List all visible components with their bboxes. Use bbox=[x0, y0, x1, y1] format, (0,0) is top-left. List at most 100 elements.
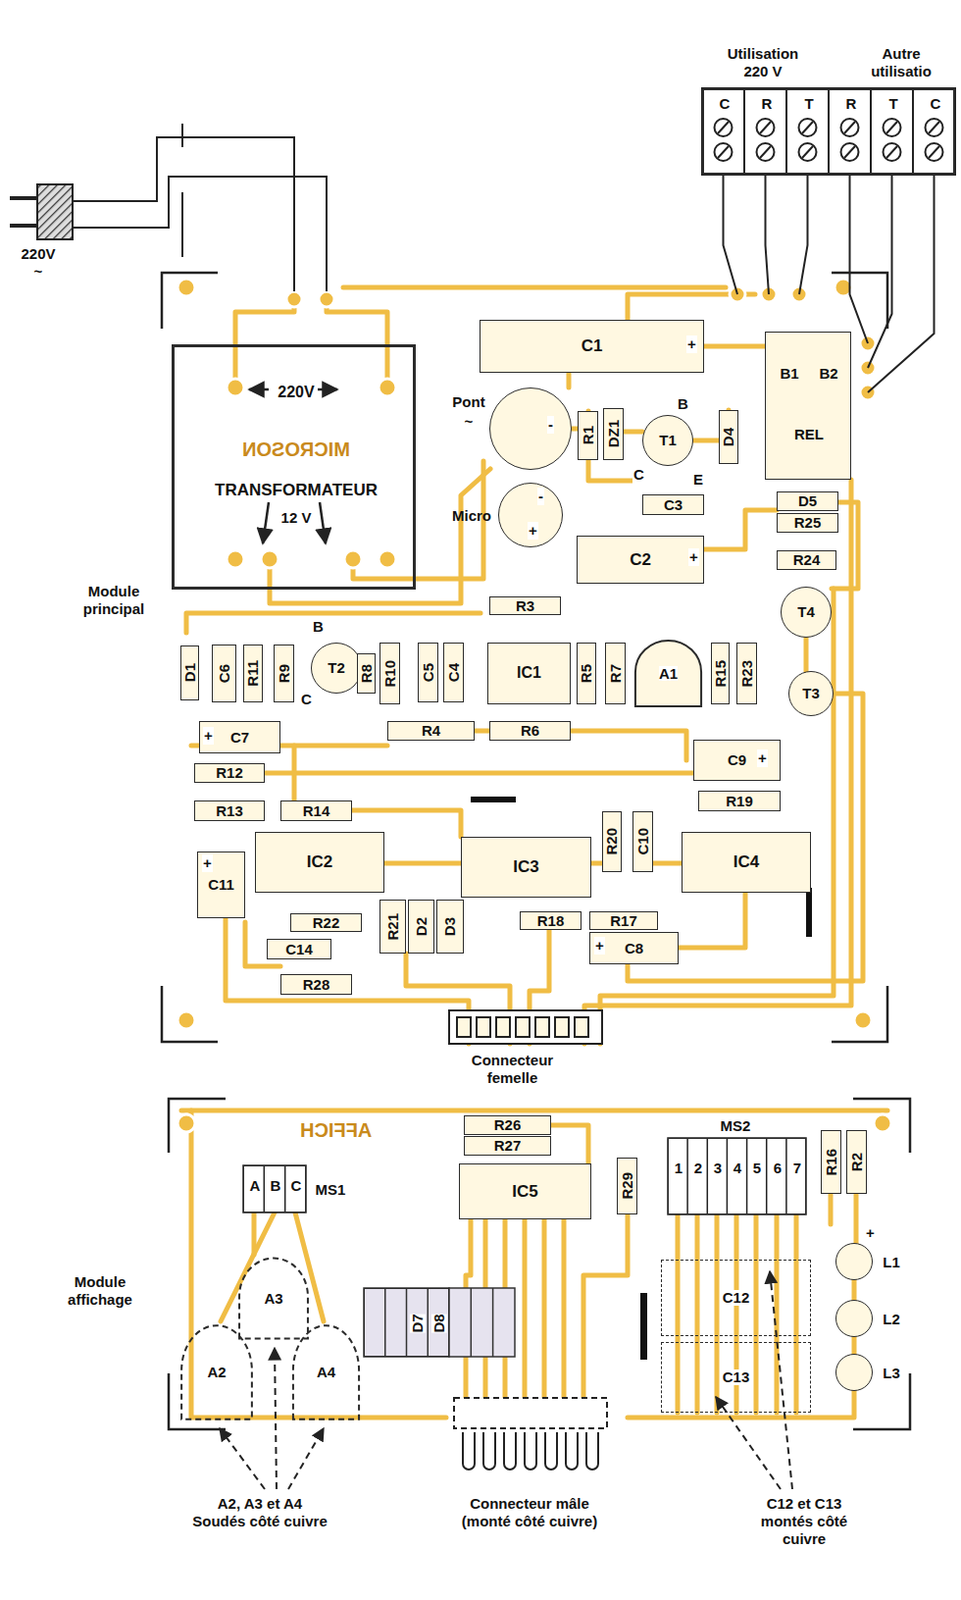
resistor: R8 bbox=[356, 653, 377, 694]
component-label: R23 bbox=[739, 659, 756, 688]
component-label: MS1 bbox=[315, 1181, 347, 1198]
component-label: C9 bbox=[727, 752, 747, 768]
text-line: utilisatio bbox=[848, 62, 955, 81]
component-label: R26 bbox=[494, 1116, 522, 1133]
capacitor: C13 bbox=[660, 1341, 811, 1413]
capacitor: C1 bbox=[479, 319, 705, 373]
annotation-label: B bbox=[676, 395, 690, 413]
component-label: R25 bbox=[794, 514, 822, 531]
annotation-label: Utilisation 220 V bbox=[708, 45, 818, 81]
annotation-label: - bbox=[537, 487, 545, 506]
text-line: affichage bbox=[51, 1290, 149, 1309]
component-label: C3 bbox=[663, 497, 683, 513]
component-label: R bbox=[761, 96, 773, 112]
annotation-label: - bbox=[547, 415, 555, 434]
component-label: R3 bbox=[515, 598, 535, 614]
annotation-label: AFFICH bbox=[299, 1117, 373, 1142]
component-label: IC1 bbox=[516, 664, 542, 682]
led: L2 bbox=[835, 1299, 873, 1337]
resistor: R27 bbox=[463, 1135, 552, 1156]
annotation-label: B bbox=[311, 617, 325, 636]
annotation-label: Connecteur femelle bbox=[451, 1051, 574, 1087]
component-label: D3 bbox=[442, 916, 458, 936]
component-label: R22 bbox=[312, 914, 341, 931]
component-label: C5 bbox=[420, 662, 437, 682]
resistor: R20 bbox=[602, 810, 622, 872]
component-label: D4 bbox=[720, 427, 737, 447]
component-label: D1 bbox=[182, 662, 199, 682]
component-outline-path bbox=[293, 1324, 359, 1419]
component-label: L3 bbox=[882, 1365, 901, 1381]
leader-arrows bbox=[219, 1270, 793, 1489]
solder-pads bbox=[177, 278, 892, 1132]
resistor: R15 bbox=[710, 642, 731, 705]
diode: D4 bbox=[718, 409, 739, 464]
component-label: R18 bbox=[537, 912, 565, 929]
switch-block: MS21234567 bbox=[667, 1137, 807, 1214]
component-label: R16 bbox=[823, 1148, 840, 1176]
text-line: cuivre bbox=[731, 1529, 877, 1548]
component-label: T4 bbox=[797, 604, 815, 620]
component-label: R9 bbox=[276, 663, 293, 683]
text-line: 220 V bbox=[708, 62, 817, 81]
diode-arrays bbox=[363, 1287, 515, 1357]
component-label: A4 bbox=[316, 1364, 336, 1380]
diode: D2 bbox=[407, 899, 435, 954]
component-label: C10 bbox=[635, 827, 652, 856]
component-label: R28 bbox=[303, 976, 331, 993]
component-label: A3 bbox=[263, 1290, 283, 1307]
resistor: R18 bbox=[519, 910, 582, 931]
annotation-label: C bbox=[632, 465, 646, 484]
component-label: R bbox=[846, 96, 858, 112]
component-label: A2 bbox=[206, 1364, 226, 1380]
component-label: 12 V bbox=[281, 509, 312, 526]
capacitor: C3 bbox=[642, 494, 705, 515]
component-label: 6 bbox=[773, 1160, 782, 1176]
component-outline-path bbox=[181, 1324, 253, 1419]
resistor: R23 bbox=[736, 642, 758, 705]
component-label: B2 bbox=[818, 365, 838, 382]
component-label: R13 bbox=[215, 803, 244, 819]
resistor: R19 bbox=[698, 790, 781, 811]
component-label: R1 bbox=[580, 425, 597, 445]
component-label: 7 bbox=[793, 1160, 802, 1176]
component-label: C bbox=[930, 96, 942, 112]
component-label: C14 bbox=[285, 941, 313, 958]
annotation-label: Connecteur mâle (monté côté cuivre) bbox=[411, 1494, 648, 1530]
component-label: L2 bbox=[882, 1311, 901, 1327]
capacitor: C10 bbox=[632, 810, 654, 872]
integrated-circuit: IC1 bbox=[487, 642, 571, 705]
annotation-label: C bbox=[300, 690, 313, 709]
component-label: 1 bbox=[674, 1160, 683, 1176]
text-line: Autre bbox=[848, 45, 955, 63]
component-label: REL bbox=[794, 426, 824, 443]
component-label: R2 bbox=[849, 1152, 865, 1171]
resistor: R25 bbox=[776, 512, 839, 533]
component-label: C6 bbox=[216, 663, 233, 683]
component-outline-path bbox=[239, 1258, 308, 1339]
integrated-circuit: IC2 bbox=[254, 831, 385, 893]
component-label: MICROSON bbox=[242, 439, 351, 460]
component-label: L1 bbox=[882, 1254, 901, 1270]
component-label: C12 bbox=[722, 1289, 751, 1306]
component-label: A bbox=[250, 1177, 261, 1194]
component-label: T3 bbox=[802, 685, 820, 702]
resistor: R29 bbox=[616, 1157, 638, 1214]
diode: D1 bbox=[180, 645, 201, 701]
component-label: DZ1 bbox=[606, 419, 622, 448]
component-label: R12 bbox=[215, 764, 244, 781]
bridge-rectifier: Pont~ bbox=[489, 387, 572, 470]
text-line: C12 et C13 bbox=[731, 1494, 877, 1513]
resistor: R12 bbox=[194, 762, 265, 783]
component-label: C1 bbox=[581, 337, 604, 355]
relay: B1B2REL bbox=[764, 331, 852, 480]
resistor: R10 bbox=[379, 642, 401, 705]
diode: D3 bbox=[436, 899, 464, 954]
component-label: R17 bbox=[609, 912, 638, 929]
integrated-circuit: IC4 bbox=[681, 831, 811, 893]
component-label: 4 bbox=[733, 1160, 742, 1176]
resistor: R26 bbox=[463, 1114, 552, 1135]
component-label: T2 bbox=[327, 659, 346, 676]
text-line: Utilisation bbox=[708, 45, 817, 63]
text-line: Connecteur mâle bbox=[412, 1494, 647, 1513]
